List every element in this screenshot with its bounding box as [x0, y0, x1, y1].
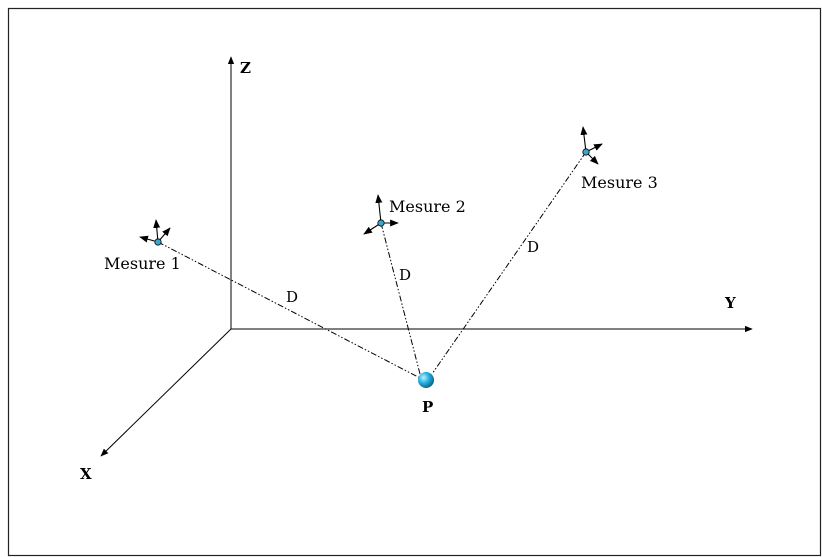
target-point: [418, 372, 434, 388]
measure-1-sensor: [139, 219, 171, 246]
measure-2-sensor: [363, 194, 399, 235]
distance-line-3: [431, 151, 587, 375]
measure-3-sensor: [580, 126, 603, 165]
measure-3-label: Mesure 3: [581, 173, 658, 192]
measure-1-label: Mesure 1: [104, 254, 181, 273]
distance-label-3: D: [527, 238, 539, 256]
point-label: P: [422, 398, 433, 416]
diagram-border: [7, 7, 822, 557]
z-axis-label: Z: [240, 59, 251, 77]
x-axis-label: X: [80, 465, 92, 483]
measure-2-label: Mesure 2: [389, 197, 466, 216]
x-axis: [100, 328, 232, 457]
distance-label-2: D: [399, 266, 411, 284]
y-axis-label: Y: [724, 294, 736, 312]
distance-line-2: [380, 222, 421, 375]
sensor-dot: [377, 219, 385, 227]
sensor-dot: [154, 238, 162, 246]
sensor-dot: [582, 148, 590, 156]
distance-label-1: D: [286, 288, 298, 306]
distance-line-1: [157, 241, 421, 379]
